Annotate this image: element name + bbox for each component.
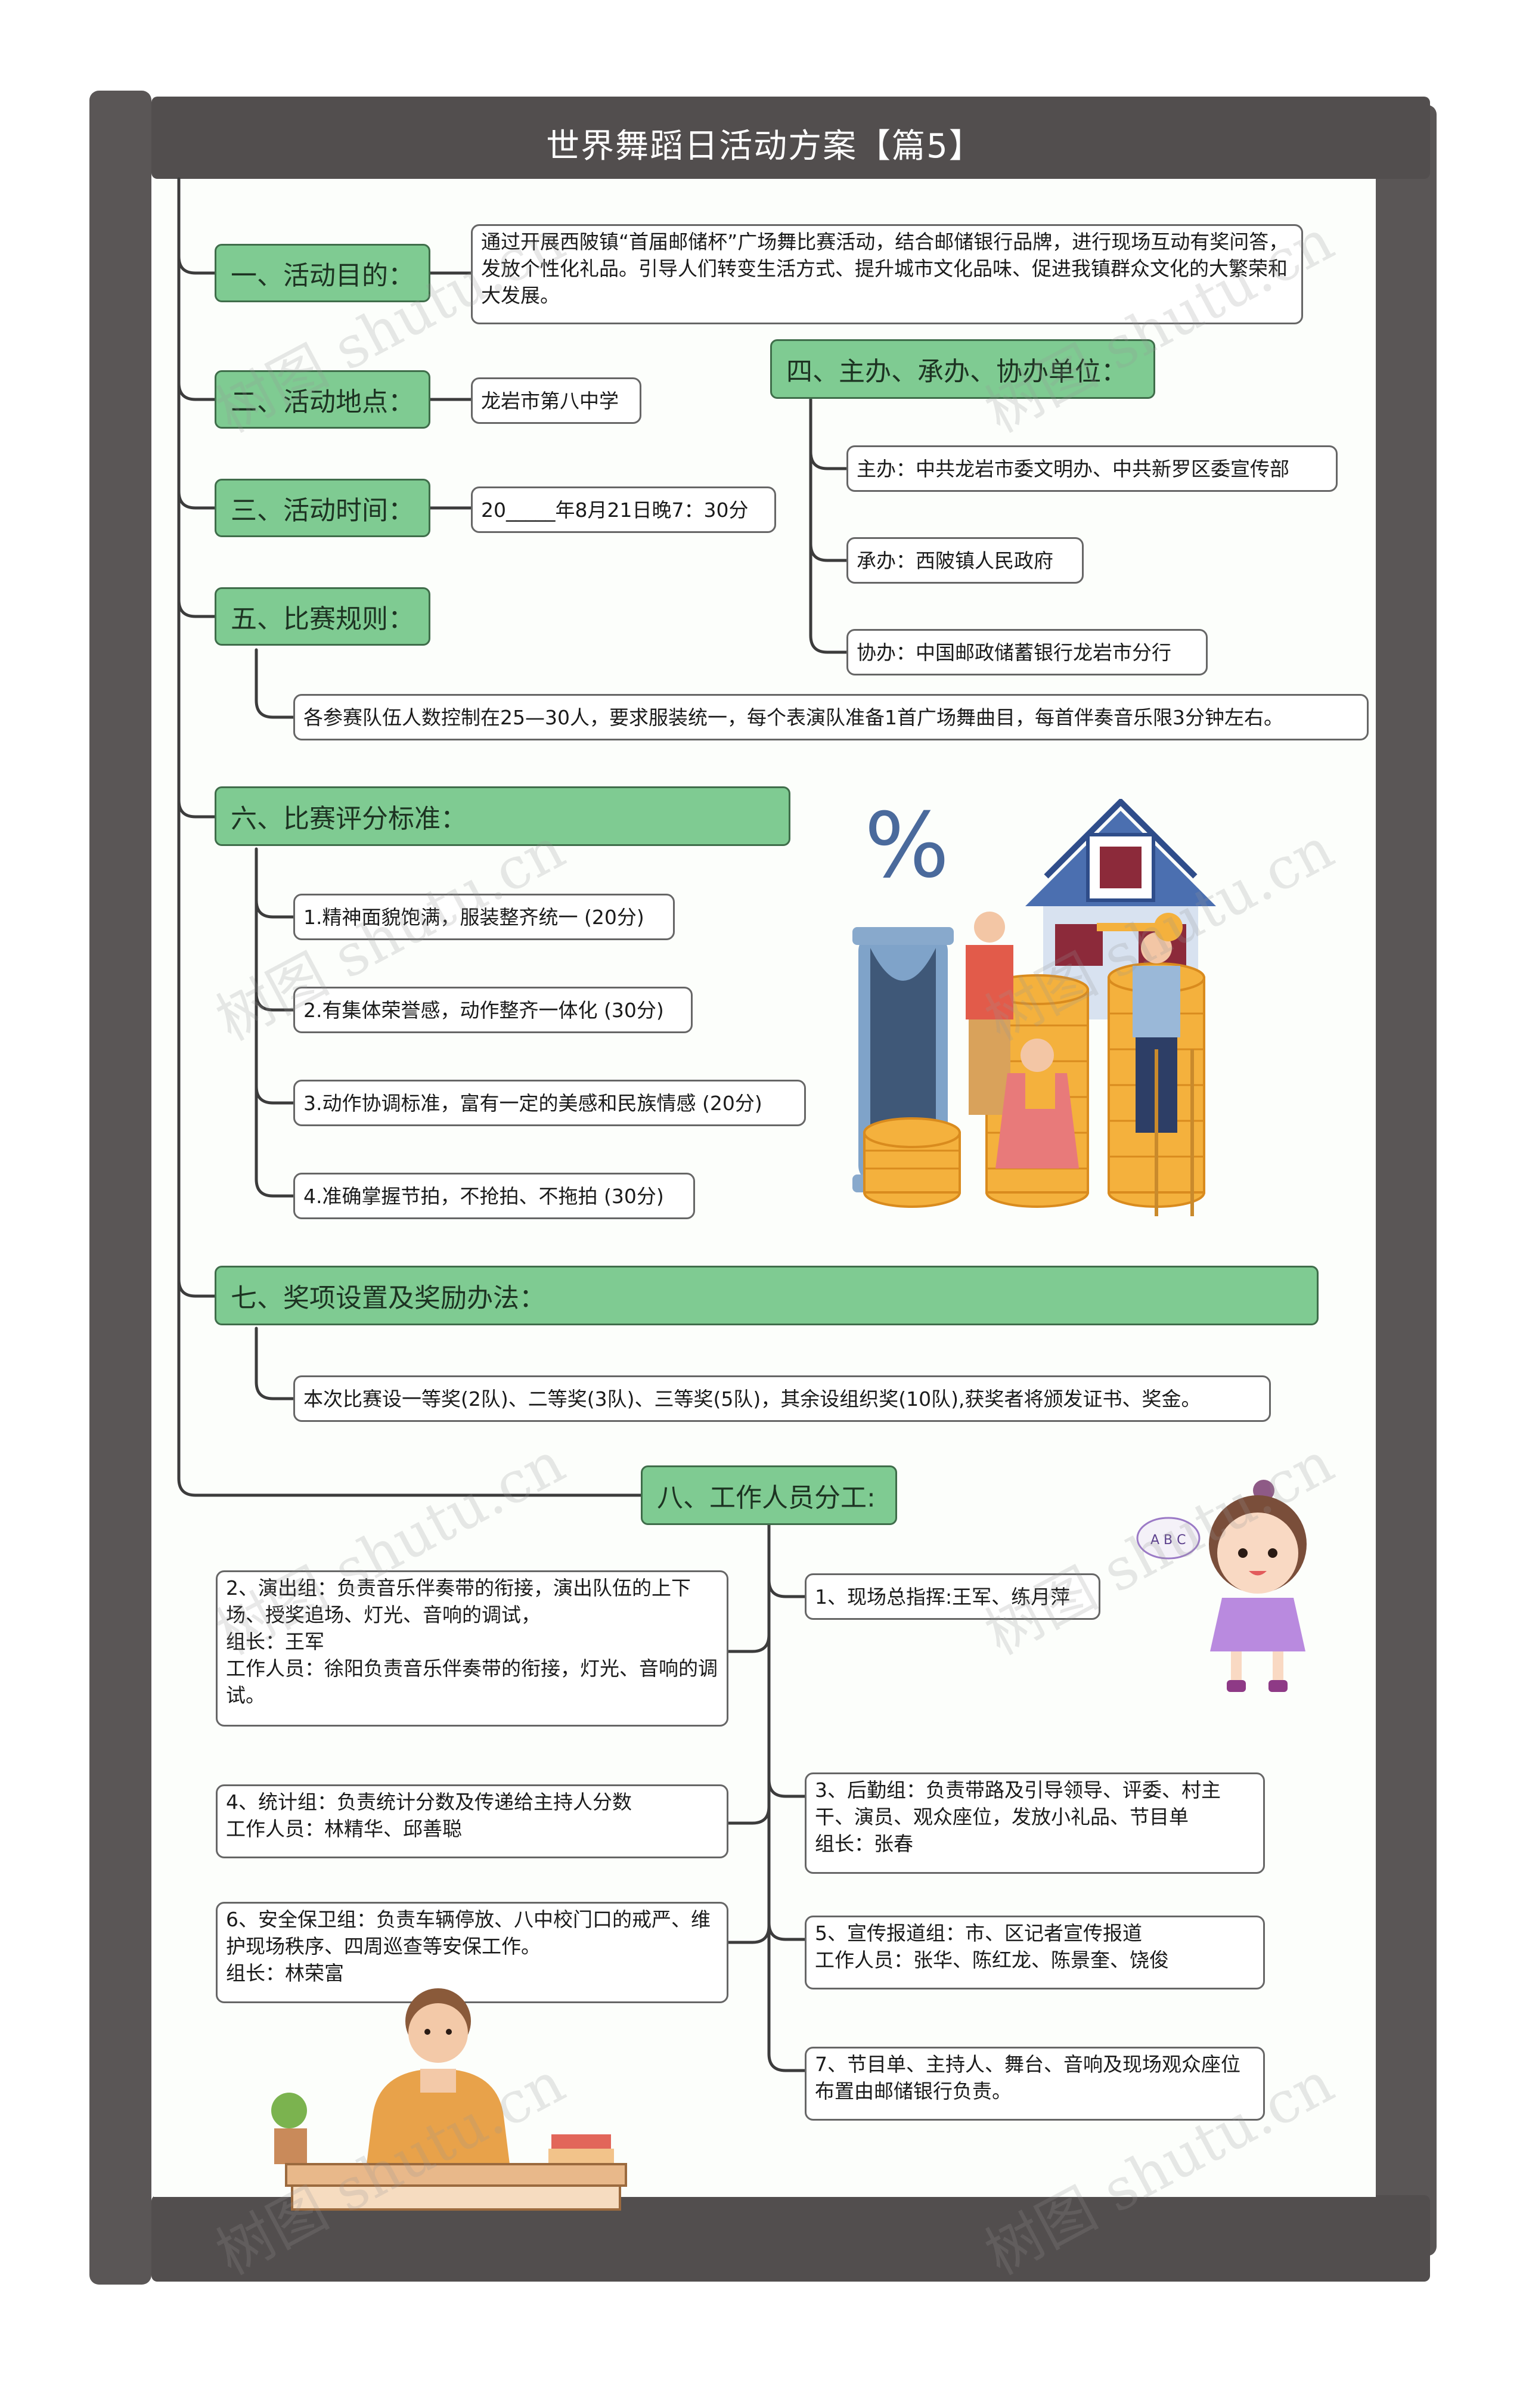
- right-frame-post: [1375, 105, 1437, 2256]
- location-leaf: 龙岩市第八中学: [471, 377, 641, 424]
- staff-item-7: 7、节目单、主持人、舞台、音响及现场观众座位布置由邮储银行负责。: [805, 2047, 1265, 2121]
- staff-item-4: 4、统计组：负责统计分数及传递给主持人分数 工作人员：林精华、邱善聪: [216, 1784, 728, 1858]
- host-leaf: 主办：中共龙岩市委文明办、中共新罗区委宣传部: [846, 445, 1338, 492]
- man-at-desk-illustration: [271, 1988, 627, 2211]
- scoring-item-3: 3.动作协调标准，富有一定的美感和民族情感 (20分): [293, 1080, 806, 1126]
- co-organizer-leaf: 协办：中国邮政储蓄银行龙岩市分行: [846, 629, 1208, 675]
- section-6-node[interactable]: 六、比赛评分标准：: [215, 786, 790, 846]
- page-title: 世界舞蹈日活动方案【篇5】: [546, 126, 984, 166]
- finance-house-coins-illustration: %: [852, 799, 1216, 1216]
- section-5-node[interactable]: 五、比赛规则：: [215, 587, 430, 646]
- time-leaf: 20_____年8月21日晚7：30分: [471, 486, 776, 533]
- section-7-label: 七、奖项设置及奖励办法：: [231, 1283, 545, 1313]
- scoring-item-4: 4.准确掌握节拍，不抢拍、不拖拍 (30分): [293, 1173, 695, 1219]
- rules-leaf: 各参赛队伍人数控制在25—30人，要求服装统一，每个表演队准备1首广场舞曲目，每…: [293, 694, 1369, 740]
- section-6-label: 六、比赛评分标准：: [231, 804, 467, 834]
- top-frame-bar: [151, 97, 1430, 179]
- organizer-leaf: 承办：西陂镇人民政府: [846, 537, 1084, 584]
- section-2-node[interactable]: 二、活动地点：: [215, 370, 430, 429]
- section-1-node[interactable]: 一、活动目的：: [215, 244, 430, 302]
- speech-bubble-text: A B C: [1150, 1533, 1186, 1548]
- section-3-node[interactable]: 三、活动时间：: [215, 479, 430, 537]
- section-8-node[interactable]: 八、工作人员分工:: [641, 1465, 897, 1525]
- section-4-node[interactable]: 四、主办、承办、协办单位：: [770, 339, 1155, 399]
- staff-item-6: 6、安全保卫组：负责车辆停放、八中校门口的戒严、维护现场秩序、四周巡查等安保工作…: [216, 1902, 728, 2003]
- section-2-label: 二、活动地点：: [231, 387, 414, 417]
- section-3-label: 三、活动时间：: [231, 495, 414, 526]
- awards-leaf: 本次比赛设一等奖(2队)、二等奖(3队)、三等奖(5队)，其余设组织奖(10队)…: [293, 1375, 1271, 1422]
- scoring-item-1: 1.精神面貌饱满，服装整齐统一 (20分): [293, 894, 675, 940]
- staff-item-3: 3、后勤组：负责带路及引导领导、评委、村主干、演员、观众座位，发放小礼品、节目单…: [805, 1772, 1265, 1874]
- left-frame-post: [89, 91, 151, 2285]
- scoring-item-2: 2.有集体荣誉感，动作整齐一体化 (30分): [293, 987, 693, 1033]
- staff-item-2: 2、演出组：负责音乐伴奏带的衔接，演出队伍的上下场、授奖追场、灯光、音响的调试，…: [216, 1570, 728, 1727]
- section-4-label: 四、主办、承办、协办单位：: [786, 357, 1127, 387]
- purpose-leaf: 通过开展西陂镇“首届邮储杯”广场舞比赛活动，结合邮储银行品牌，进行现场互动有奖问…: [471, 224, 1303, 324]
- section-7-node[interactable]: 七、奖项设置及奖励办法：: [215, 1266, 1319, 1325]
- section-5-label: 五、比赛规则：: [231, 604, 414, 634]
- staff-item-1: 1、现场总指挥:王军、练月萍: [805, 1573, 1100, 1620]
- girl-cartoon-illustration: A B C: [1136, 1480, 1307, 1692]
- section-1-label: 一、活动目的：: [231, 261, 414, 291]
- section-8-label: 八、工作人员分工:: [657, 1483, 876, 1513]
- staff-item-5: 5、宣传报道组：市、区记者宣传报道 工作人员：张华、陈红龙、陈景奎、饶俊: [805, 1916, 1265, 1989]
- svg-text:%: %: [864, 799, 950, 898]
